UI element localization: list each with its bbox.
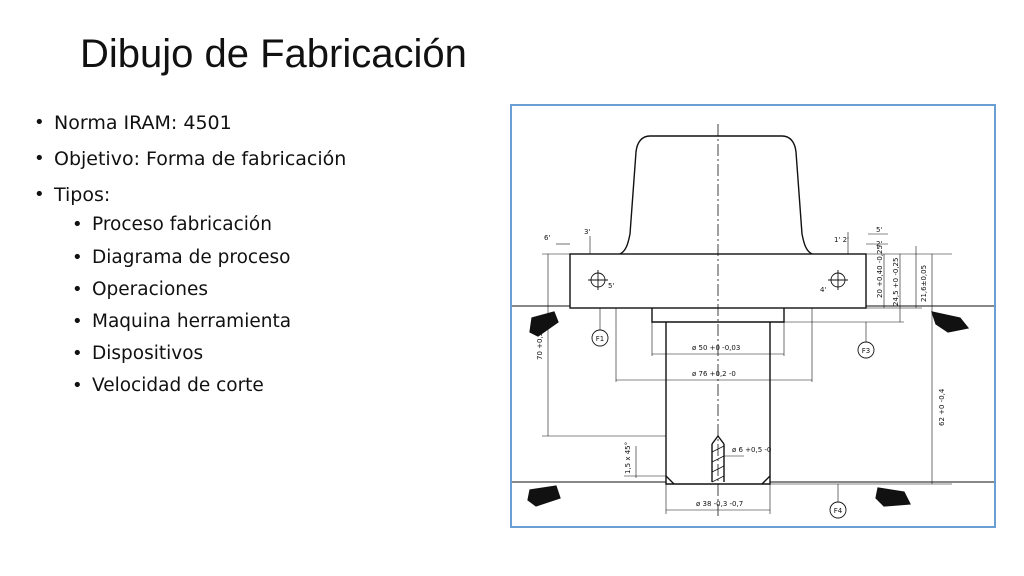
force-label-f3: F3 bbox=[862, 347, 870, 355]
bullet-dot-icon: • bbox=[72, 343, 83, 365]
sub-bullet-text: Dispositivos bbox=[92, 343, 204, 365]
force-f3-icon bbox=[857, 341, 875, 359]
dim-label-1-5: 1,5 x 45° bbox=[624, 442, 632, 474]
bullet-item: • Objetivo: Forma de fabricación bbox=[34, 148, 494, 171]
sub-bullet-text: Diagrama de proceso bbox=[92, 246, 291, 268]
bullet-text: Tipos: bbox=[54, 183, 111, 206]
flange-recess bbox=[651, 308, 785, 323]
right-lower-clamp bbox=[875, 487, 911, 507]
slide-title: Dibujo de Fabricación bbox=[80, 32, 467, 76]
sub-bullet-item: • Operaciones bbox=[72, 279, 494, 301]
sub-bullet-item: • Velocidad de corte bbox=[72, 375, 494, 397]
dim-label-6: 6' bbox=[544, 234, 550, 242]
technical-drawing: 6' 3' 1' 2' 5' 2' 5' 4' 20 +0,40 -0,25 2… bbox=[512, 124, 994, 519]
dia-label-50: ø 50 +0 -0,03 bbox=[692, 344, 740, 352]
mark-label-5: 5' bbox=[608, 282, 614, 290]
dia-label-38: ø 38 -0,3 -0,7 bbox=[696, 500, 743, 508]
dim-label-1-2: 1' 2' bbox=[834, 236, 849, 244]
dia-label-6: ø 6 +0,5 -0 bbox=[732, 446, 771, 454]
sub-bullet-item: • Maquina herramienta bbox=[72, 311, 494, 333]
bullet-dot-icon: • bbox=[34, 112, 45, 133]
force-label-f1: F1 bbox=[596, 335, 604, 343]
dim-label-20: 20 +0,40 -0,25 bbox=[876, 245, 884, 298]
dim-label-62: 62 +0 -0,4 bbox=[938, 388, 946, 426]
bullet-item: • Tipos: bbox=[34, 184, 494, 207]
bullet-dot-icon: • bbox=[72, 278, 83, 300]
left-upper-clamp bbox=[529, 311, 559, 337]
dim-label-3: 3' bbox=[584, 228, 590, 236]
dim-label-24-5: 24,5 +0 -0,25 bbox=[892, 258, 900, 306]
bullet-dot-icon: • bbox=[72, 375, 83, 397]
sub-bullet-item: • Diagrama de proceso bbox=[72, 247, 494, 269]
left-lower-clamp bbox=[527, 485, 561, 507]
bullet-item: • Norma IRAM: 4501 bbox=[34, 112, 494, 135]
part-head-outline bbox=[619, 135, 813, 255]
dim-label-21-6: 21,6±0,05 bbox=[920, 265, 928, 302]
shaft-chamfer bbox=[665, 475, 771, 485]
force-label-f4: F4 bbox=[834, 507, 843, 515]
bullet-dot-icon: • bbox=[34, 147, 45, 169]
force-f4-icon bbox=[829, 501, 847, 519]
force-f1-icon bbox=[591, 329, 609, 347]
technical-drawing-frame: 6' 3' 1' 2' 5' 2' 5' 4' 20 +0,40 -0,25 2… bbox=[510, 104, 996, 528]
dim-label-5: 5' bbox=[876, 226, 882, 234]
bullet-list: • Norma IRAM: 4501 • Objetivo: Forma de fa… bbox=[34, 112, 494, 408]
bullet-text: Objetivo: Forma de fabricación bbox=[54, 147, 347, 170]
bullet-dot-icon: • bbox=[72, 310, 83, 332]
dim-label-2: 2' bbox=[876, 240, 882, 248]
sub-bullet-text: Operaciones bbox=[92, 278, 209, 300]
bullet-text: Norma IRAM: 4501 bbox=[54, 112, 232, 134]
sub-bullet-item: • Proceso fabricación bbox=[72, 214, 494, 236]
bullet-dot-icon: • bbox=[72, 214, 83, 236]
sub-bullet-item: • Dispositivos bbox=[72, 343, 494, 365]
dia-label-76: ø 76 +0,2 -0 bbox=[692, 370, 736, 378]
sub-bullet-text: Proceso fabricación bbox=[92, 214, 272, 236]
sub-bullet-text: Maquina herramienta bbox=[92, 310, 292, 332]
mark-label-4: 4' bbox=[820, 286, 826, 294]
dim-label-70: 70 +0,5 -0 bbox=[536, 323, 544, 360]
bullet-dot-icon: • bbox=[34, 183, 45, 205]
bullet-dot-icon: • bbox=[72, 246, 83, 268]
sub-bullet-text: Velocidad de corte bbox=[92, 375, 264, 397]
right-upper-clamp bbox=[931, 311, 970, 333]
